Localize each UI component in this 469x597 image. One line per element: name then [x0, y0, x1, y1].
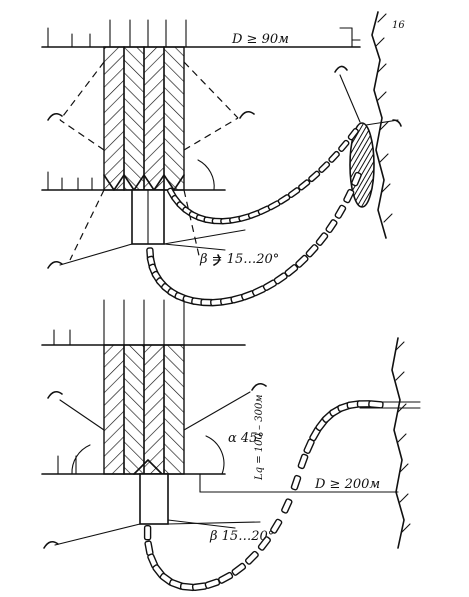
top-inner-chain-link — [298, 179, 311, 191]
bottom-chain-upper-link — [368, 400, 384, 409]
shore-hatch-top — [375, 13, 393, 223]
bottom-chain-link — [270, 518, 283, 534]
bottom-chain-link — [143, 524, 152, 541]
bottom-barge-4 — [163, 344, 185, 475]
top-outer-chain-link — [284, 264, 299, 277]
bottom-barge-chevrons — [133, 459, 163, 475]
shore-line-top — [371, 11, 387, 239]
top-inner-chain-link — [308, 170, 321, 183]
bottom-chain-link — [281, 498, 293, 514]
top-outer-chain-link — [343, 188, 355, 204]
bottom-barge-1 — [103, 344, 125, 475]
bottom-chain-upper-link — [297, 453, 309, 470]
bottom-length-label: Lq = 100 – 300м — [254, 394, 265, 481]
top-barge-3 — [143, 46, 165, 191]
top-lower-ticks — [47, 171, 93, 191]
top-anchors — [47, 65, 402, 269]
top-barge-1 — [103, 46, 125, 191]
top-inner-chain-link — [338, 139, 350, 152]
top-outer-chain-link — [305, 244, 319, 258]
top-outer-chain-link — [325, 219, 338, 234]
bottom-chain-link — [257, 536, 271, 551]
bottom-chain-link — [218, 571, 234, 584]
bottom-lower-ticks — [57, 455, 77, 475]
top-inner-chain-link — [347, 128, 359, 141]
top-dashed-cables — [59, 61, 239, 261]
bottom-angle-label: β 15…20° — [209, 529, 274, 544]
top-inner-chain-link — [328, 150, 340, 163]
top-angle-arc — [197, 159, 215, 191]
top-distance-marker — [339, 27, 361, 48]
shore-line-bottom — [391, 337, 405, 549]
top-inner-chain-link — [318, 161, 331, 173]
top-outer-chain-link — [351, 171, 362, 187]
bottom-barge-2 — [123, 344, 145, 475]
bottom-angle-arc-right — [205, 435, 225, 475]
bottom-upper-ticks — [53, 299, 185, 346]
bottom-pusher-tug — [139, 473, 169, 525]
top-inner-chain-link — [287, 187, 301, 199]
bottom-distance-label: D ≥ 200м — [314, 477, 380, 492]
bottom-chain-link — [290, 474, 302, 491]
bottom-anchors — [43, 382, 267, 549]
bottom-angle-arc-left — [71, 444, 91, 475]
top-outer-chain-link — [315, 232, 329, 246]
bottom-chain-link — [244, 550, 259, 565]
bottom-chain-link — [231, 562, 247, 576]
top-angle-label: β = 15…20° — [199, 252, 279, 267]
bottom-chain-link — [204, 578, 221, 589]
anchor-chains — [143, 128, 384, 592]
top-barge-2 — [123, 46, 145, 191]
top-distance-label: D ≥ 90м — [231, 32, 289, 47]
bottom-alpha-label: α 45° — [228, 431, 264, 446]
bottom-anchor-lines — [54, 391, 261, 546]
top-outer-chain-link — [334, 204, 347, 219]
top-barge-4 — [163, 46, 185, 191]
shore-number-label: 16 — [392, 20, 405, 31]
top-outer-chain-link — [295, 254, 309, 268]
top-anchor-lines — [59, 229, 246, 266]
top-upper-ticks — [47, 19, 187, 48]
shore-hatch-bottom — [395, 341, 411, 533]
bottom-barge-3 — [143, 344, 165, 475]
